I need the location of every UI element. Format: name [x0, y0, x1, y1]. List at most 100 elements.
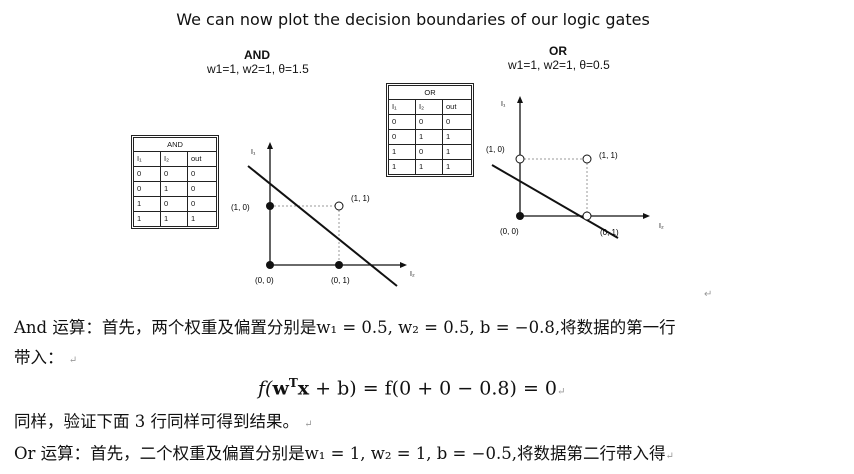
or-point-label: (0, 1)	[600, 228, 619, 237]
slide-title: We can now plot the decision boundaries …	[176, 10, 650, 29]
or-truth-table: OR I₁ I₂ out 0 0 0 0 1 1 1 0 1 1 1 1	[386, 83, 474, 177]
table-cell: 1	[133, 211, 161, 227]
and-y-axis-label: I₁	[251, 149, 256, 156]
paragraph-mark: ↵	[557, 386, 566, 398]
doc-line-1: And 运算：首先，两个权重及偏置分别是w₁ = 0.5, w₂ = 0.5, …	[14, 314, 676, 338]
table-row: 0 0 0	[133, 166, 217, 182]
and-decision-boundary	[247, 165, 398, 287]
or-figure-header: OR w1=1, w2=1, θ=0.5	[508, 44, 610, 72]
equation-rest: + b) = f(0 + 0 − 0.8) = 0	[309, 377, 557, 400]
table-cell: 1	[442, 144, 472, 160]
doc-line-4-suffix: ,将数据第二行带入得	[511, 444, 666, 463]
table-cell: 1	[160, 181, 188, 197]
equation-x: x	[297, 377, 310, 400]
table-cell: 1	[415, 159, 443, 175]
or-table-header: I₂	[415, 99, 443, 115]
and-point-label: (0, 1)	[331, 276, 350, 285]
or-y-axis-arrow	[517, 96, 523, 103]
table-cell: 1	[415, 129, 443, 145]
table-row: 0 1 1	[388, 129, 472, 145]
equation-w: w	[272, 377, 289, 400]
table-cell: 1	[388, 159, 416, 175]
and-figure-name: AND	[244, 48, 270, 62]
table-row: 1 1 1	[133, 211, 217, 227]
or-point-11	[582, 154, 592, 164]
equation-sup: T	[288, 376, 298, 390]
and-table-header: I₂	[160, 151, 188, 167]
and-point-label: (1, 0)	[231, 203, 250, 212]
table-cell: 0	[187, 181, 217, 197]
table-cell: 1	[133, 196, 161, 212]
table-cell: 0	[388, 129, 416, 145]
and-point-label: (1, 1)	[351, 194, 370, 203]
table-cell: 0	[160, 196, 188, 212]
paragraph-mark: ↵	[665, 451, 674, 462]
and-point-00	[266, 261, 274, 269]
table-cell: 0	[187, 166, 217, 182]
table-cell: 0	[388, 114, 416, 130]
or-point-00	[516, 212, 524, 220]
doc-line-4-math: w₁ = 1, w₂ = 1, b = −0.5	[304, 444, 512, 463]
and-truth-table: AND I₁ I₂ out 0 0 0 0 1 0 1 0 0 1 1 1	[131, 135, 219, 229]
or-point-label: (1, 0)	[486, 145, 505, 154]
table-cell: 1	[442, 159, 472, 175]
or-y-axis-label: I₁	[501, 101, 506, 108]
table-cell: 1	[442, 129, 472, 145]
or-decision-plot: I₁ I₂ (0, 0) (0, 1) (1, 0) (1, 1)	[486, 96, 664, 239]
doc-line-3: 同样，验证下面 3 行同样可得到结果。 ↵	[14, 408, 313, 432]
and-table-header: I₁	[133, 151, 161, 167]
doc-line-1-math: w₁ = 0.5, w₂ = 0.5, b = −0.8	[316, 318, 555, 337]
or-x-axis-arrow	[643, 213, 650, 219]
table-cell: 0	[133, 166, 161, 182]
doc-line-4: Or 运算：首先，二个权重及偏置分别是w₁ = 1, w₂ = 1, b = −…	[14, 440, 674, 464]
equation: f(wTx + b) = f(0 + 0 − 0.8) = 0↵	[258, 376, 565, 399]
doc-line-1-suffix: ,将数据的第一行	[554, 318, 676, 337]
table-cell: 1	[388, 144, 416, 160]
and-point-11	[334, 201, 344, 211]
doc-line-1-prefix: And 运算：首先，两个权重及偏置分别是	[14, 318, 317, 337]
and-point-10	[266, 202, 274, 210]
table-row: 0 0 0	[388, 114, 472, 130]
or-decision-boundary	[491, 164, 619, 239]
doc-line-2-text: 带入：	[14, 348, 64, 367]
or-table-caption: OR	[388, 85, 472, 100]
paragraph-mark: ↵	[304, 419, 313, 430]
and-y-axis-arrow	[267, 142, 273, 149]
table-row: 0 1 0	[133, 181, 217, 197]
doc-line-3-text: 同样，验证下面 3 行同样可得到结果。	[14, 412, 299, 431]
paragraph-mark: ↵	[704, 289, 713, 300]
table-row: 1 0 0	[133, 196, 217, 212]
paragraph-mark: ↵	[68, 355, 78, 366]
doc-line-2: 带入： ↵	[14, 344, 77, 368]
table-row: 1 1 1	[388, 159, 472, 175]
and-x-axis-label: I₂	[410, 271, 415, 278]
or-figure-params: w1=1, w2=1, θ=0.5	[508, 58, 610, 72]
table-cell: 0	[415, 144, 443, 160]
equation-lhs: f(	[258, 377, 273, 400]
table-cell: 0	[442, 114, 472, 130]
table-cell: 0	[187, 196, 217, 212]
table-row: 1 0 1	[388, 144, 472, 160]
table-cell: 1	[187, 211, 217, 227]
or-figure-name: OR	[549, 44, 567, 58]
and-x-axis-arrow	[400, 262, 407, 268]
and-point-label: (0, 0)	[255, 276, 274, 285]
and-table-caption: AND	[133, 137, 217, 152]
table-cell: 0	[160, 166, 188, 182]
or-x-axis-label: I₂	[659, 223, 664, 230]
or-table-header: out	[442, 99, 472, 115]
and-point-01	[335, 261, 343, 269]
and-figure-header: AND w1=1, w2=1, θ=1.5	[207, 48, 309, 76]
and-figure-params: w1=1, w2=1, θ=1.5	[207, 62, 309, 76]
doc-line-4-prefix: Or 运算：首先，二个权重及偏置分别是	[14, 444, 305, 463]
or-point-label: (0, 0)	[500, 227, 519, 236]
and-decision-plot: I₁ I₂ (0, 0) (0, 1) (1, 0) (1, 1)	[231, 142, 415, 287]
or-point-10	[515, 154, 525, 164]
or-point-label: (1, 1)	[599, 151, 618, 160]
table-cell: 1	[160, 211, 188, 227]
table-cell: 0	[415, 114, 443, 130]
and-table-header: out	[187, 151, 217, 167]
table-cell: 0	[133, 181, 161, 197]
or-table-header: I₁	[388, 99, 416, 115]
or-point-01	[582, 211, 592, 221]
